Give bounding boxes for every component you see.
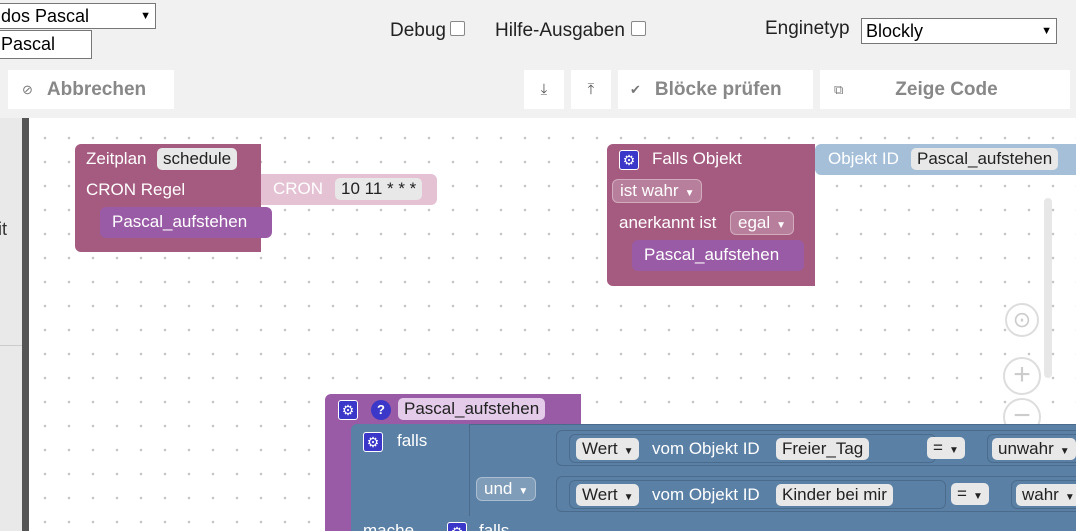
sidebar-divider (0, 345, 22, 346)
boolean-block-1[interactable]: unwahr▼ (987, 434, 1076, 463)
from-object-label-1: vom Objekt ID (652, 439, 760, 458)
check-icon: ✔ (630, 81, 641, 97)
boolean-dropdown-1[interactable]: unwahr▼ (992, 438, 1076, 460)
chevron-down-icon: ▼ (684, 188, 695, 199)
import-button[interactable]: ⤒ (571, 70, 611, 109)
compare-block-2[interactable]: Wert▼ vom Objekt ID Kinder bei mir =▼ wa… (556, 476, 1076, 512)
settings-gear-icon[interactable]: ⚙ (619, 150, 639, 170)
function-gear-icon[interactable]: ⚙ (338, 400, 358, 420)
condition-dropdown[interactable]: ist wahr▼ (612, 179, 703, 203)
debug-label: Debug (390, 20, 446, 41)
cancel-icon: ⊘ (22, 81, 33, 97)
show-code-button[interactable]: ⧉ Zeige Code (820, 70, 1070, 109)
inner-if-gear-icon[interactable]: ⚙ (447, 522, 467, 531)
engine-label: Enginetyp (765, 18, 850, 39)
sidebar-fragment-text: it (0, 219, 7, 239)
code-icon: ⧉ (834, 81, 844, 97)
schedule-call-label: Pascal_aufstehen (112, 212, 248, 231)
if-gear-icon[interactable]: ⚙ (363, 432, 383, 452)
script-name-value: Pascal (1, 34, 56, 54)
show-code-label: Zeige Code (895, 78, 998, 100)
recenter-icon[interactable]: ⊙ (1005, 303, 1039, 337)
trigger-title: Falls Objekt (652, 149, 742, 168)
download-icon: ⤓ (540, 81, 548, 98)
zoom-in-icon[interactable]: + (1003, 357, 1041, 395)
from-object-label-2: vom Objekt ID (652, 485, 760, 504)
check-blocks-label: Blöcke prüfen (654, 78, 782, 100)
inner-if-label: falls (479, 521, 510, 531)
schedule-title: Zeitplan (86, 149, 147, 168)
chevron-down-icon: ▼ (1064, 492, 1075, 503)
boolean-dropdown-2[interactable]: wahr▼ (1016, 484, 1076, 506)
chevron-down-icon: ▼ (948, 445, 959, 456)
cron-value-field[interactable]: 10 11 * * * (335, 178, 423, 200)
upload-icon: ⤒ (587, 81, 595, 98)
function-name-field[interactable]: Pascal_aufstehen (398, 398, 546, 420)
sidebar-splitter[interactable] (22, 118, 29, 531)
value-type-dropdown-1[interactable]: Wert▼ (576, 438, 640, 460)
ack-label: anerkannt ist (619, 213, 717, 232)
cron-block[interactable]: CRON 10 11 * * * (261, 174, 437, 205)
value-type-dropdown-2[interactable]: Wert▼ (576, 484, 640, 506)
object-id-field-1[interactable]: Freier_Tag (776, 438, 870, 460)
object-id-field-2[interactable]: Kinder bei mir (776, 484, 893, 506)
check-blocks-button[interactable]: ✔ Blöcke prüfen (618, 70, 813, 109)
operator-dropdown-1[interactable]: =▼ (927, 437, 965, 459)
help-question-icon[interactable]: ? (371, 400, 391, 420)
blockly-workspace[interactable]: Zeitplan schedule CRON Regel CRON 10 11 … (29, 118, 1076, 531)
object-id-block[interactable]: Objekt ID Pascal_aufstehen (815, 144, 1076, 175)
debug-checkbox[interactable] (450, 20, 465, 36)
chevron-down-icon: ▼ (623, 446, 634, 457)
cancel-button-label: Abbrechen (46, 78, 147, 100)
cron-block-label: CRON (273, 179, 324, 198)
chevron-down-icon: ▼ (1059, 446, 1070, 457)
cron-rule-label: CRON Regel (86, 180, 186, 199)
chevron-down-icon: ▼ (140, 10, 151, 22)
script-name-input[interactable]: Pascal (0, 30, 92, 59)
instance-select-value: dos Pascal (1, 5, 90, 26)
help-checkbox[interactable] (630, 20, 646, 36)
instance-select[interactable]: dos Pascal ▼ (0, 3, 156, 29)
trigger-call-label: Pascal_aufstehen (644, 245, 780, 264)
schedule-name-field[interactable]: schedule (157, 148, 238, 170)
chevron-down-icon: ▼ (518, 486, 529, 497)
object-id-field[interactable]: Pascal_aufstehen (911, 148, 1059, 170)
ack-dropdown[interactable]: egal▼ (730, 211, 795, 235)
chevron-down-icon: ▼ (623, 492, 634, 503)
if-label: falls (397, 431, 428, 450)
sidebar (0, 118, 22, 531)
engine-select-value: Blockly (866, 20, 924, 41)
help-option: Hilfe-Ausgaben (495, 20, 646, 42)
boolean-block-2[interactable]: wahr▼ (1011, 480, 1076, 509)
and-dropdown[interactable]: und▼ (476, 477, 537, 501)
workspace-scrollbar[interactable] (1044, 198, 1052, 378)
object-id-label: Objekt ID (828, 149, 899, 168)
help-label: Hilfe-Ausgaben (495, 20, 625, 41)
chevron-down-icon: ▼ (1041, 25, 1052, 37)
export-button[interactable]: ⤓ (524, 70, 564, 109)
trigger-call-block[interactable]: Pascal_aufstehen (632, 240, 804, 271)
compare-block-1[interactable]: Wert▼ vom Objekt ID Freier_Tag =▼ unwahr… (556, 430, 1076, 466)
debug-option: Debug (390, 20, 465, 42)
chevron-down-icon: ▼ (776, 220, 787, 231)
engine-select[interactable]: Blockly ▼ (861, 18, 1057, 44)
chevron-down-icon: ▼ (972, 491, 983, 502)
do-label: mache (363, 521, 415, 531)
operator-dropdown-2[interactable]: =▼ (951, 483, 989, 505)
value-block-1[interactable]: Wert▼ vom Objekt ID Freier_Tag (569, 434, 936, 463)
schedule-call-block[interactable]: Pascal_aufstehen (100, 207, 272, 238)
cancel-button[interactable]: ⊘ Abbrechen (8, 70, 174, 109)
value-block-2[interactable]: Wert▼ vom Objekt ID Kinder bei mir (569, 480, 946, 509)
